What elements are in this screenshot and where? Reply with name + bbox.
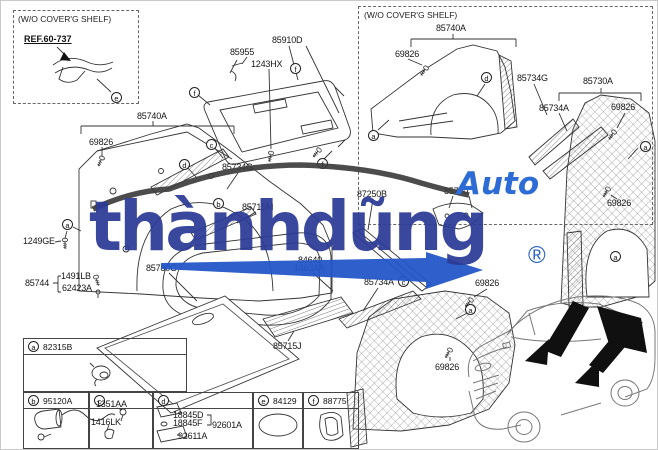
detail-box-c-header: c	[90, 393, 152, 409]
right-quarter-panel-sketch	[528, 83, 656, 308]
callout-circle: f	[189, 87, 200, 98]
detail-box-sketches	[34, 362, 344, 443]
detail-box-a-header: a 82315B	[24, 339, 186, 355]
part-label: 85734A	[539, 103, 569, 113]
vehicle-sketch	[467, 295, 656, 443]
part-label: 69826	[395, 49, 420, 59]
part-label: 85740A	[436, 23, 466, 33]
detail-box-d: d	[153, 392, 253, 449]
part-label: 85740A	[137, 111, 167, 121]
pointer-arrows	[525, 301, 647, 387]
part-label: 62423A	[62, 283, 92, 293]
covering-shelf-sketch	[197, 45, 351, 165]
detail-box-a-code: 82315B	[43, 341, 73, 352]
right-inset-box	[358, 6, 653, 225]
part-label: 69826	[611, 102, 636, 112]
left-inset-title: (W/O COVER'G SHELF)	[18, 14, 112, 24]
part-label: 85734G	[517, 73, 548, 83]
callout-letter-e: e	[258, 395, 269, 406]
detail-box-f: f 88775	[303, 392, 359, 449]
left-inset-box	[13, 10, 139, 104]
part-label: 85734A	[364, 277, 394, 287]
part-label: 18845D	[173, 410, 204, 420]
detail-box-b: b 95120A	[23, 392, 89, 449]
detail-box-f-header: f 88775	[304, 393, 358, 409]
detail-box-c: c	[89, 392, 153, 449]
callout-circle: f	[290, 63, 301, 74]
detail-box-b-code: 95120A	[43, 395, 73, 406]
callout-circle: a	[62, 219, 73, 230]
part-label: 85730A	[583, 76, 613, 86]
right-inset-panel-sketch	[370, 34, 518, 140]
detail-box-e: e 84129	[253, 392, 303, 449]
callout-circle: d	[179, 159, 190, 170]
callout-circle: a	[610, 251, 621, 262]
detail-box-b-header: b 95120A	[24, 393, 88, 409]
part-label: 1351AA	[96, 399, 127, 409]
part-label: 85910D	[272, 35, 303, 45]
detail-box-e-code: 84129	[273, 395, 297, 406]
part-label: 18845F	[173, 418, 203, 428]
part-label: 85955	[230, 47, 255, 57]
callout-circle: f	[317, 158, 328, 169]
callout-letter-c: c	[94, 395, 105, 406]
part-label: 85734G	[222, 162, 253, 172]
callout-circle: e	[111, 92, 122, 103]
watermark-text: thànhdũng	[89, 187, 489, 267]
part-label: 69826	[475, 278, 500, 288]
callout-letter-f: f	[308, 395, 319, 406]
callout-letter-b: b	[28, 395, 39, 406]
detail-box-e-header: e 84129	[254, 393, 302, 409]
watermark-accent-text: Auto	[457, 166, 540, 202]
ref-label: REF.60-737	[24, 34, 72, 44]
callout-letter-d: d	[158, 395, 169, 406]
part-label: 1249GE	[23, 236, 55, 246]
callout-letter-a: a	[28, 341, 39, 352]
center-right-panel-sketch	[346, 290, 516, 448]
callout-circle: c	[206, 139, 217, 150]
part-label: 1491LB	[61, 271, 91, 281]
detail-box-f-code: 88775	[323, 395, 347, 406]
part-label: 69826	[435, 362, 460, 372]
part-label: 1416LK	[91, 417, 121, 427]
shelf-bracket-sketch	[52, 46, 114, 93]
part-label: 1243HX	[251, 59, 283, 69]
part-label: 69826	[89, 137, 114, 147]
part-label: 85744	[25, 278, 50, 288]
callout-circle: a	[640, 141, 651, 152]
callout-circle: a	[368, 130, 379, 141]
part-label: 92601A	[212, 420, 242, 430]
registered-mark: ®	[528, 242, 546, 269]
right-inset-title: (W/O COVER'G SHELF)	[364, 10, 458, 20]
callout-circle: d	[481, 72, 492, 83]
callout-circle: a	[465, 304, 476, 315]
callout-circle: c	[398, 276, 409, 287]
detail-box-d-header: d	[154, 393, 252, 409]
part-label: 69826	[607, 198, 632, 208]
part-label: 85715J	[273, 341, 302, 351]
part-label: 92611A	[178, 431, 208, 441]
detail-box-a: a 82315B	[23, 338, 187, 392]
